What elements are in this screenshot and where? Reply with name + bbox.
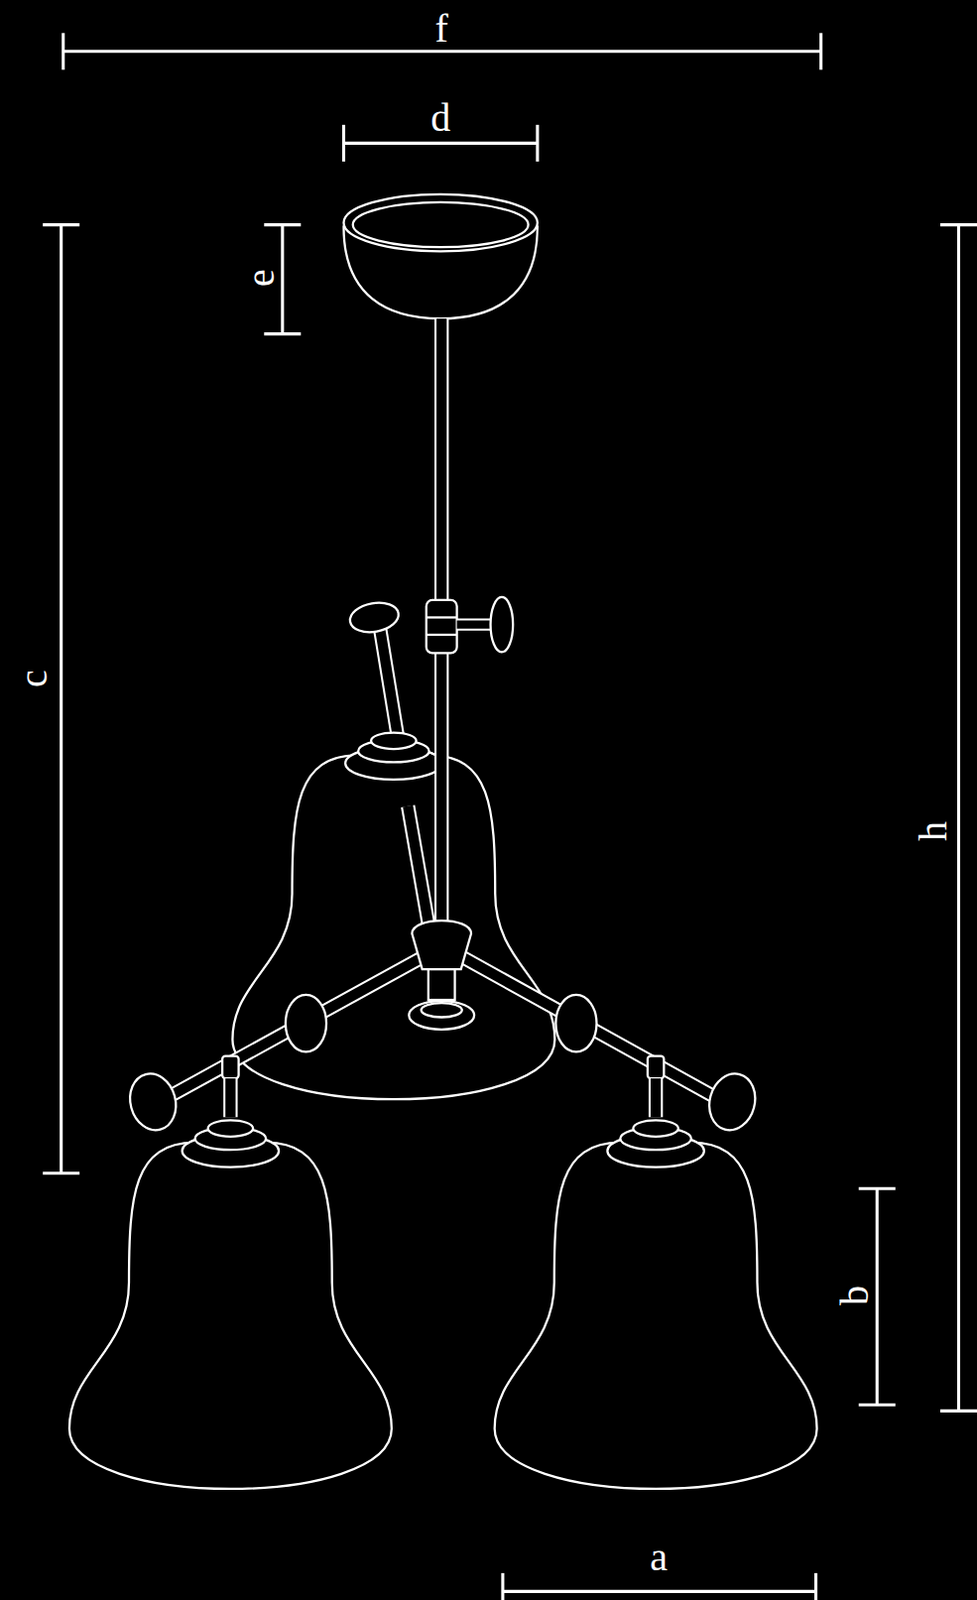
arm-rod: [163, 954, 429, 1100]
dimension-tick: [263, 223, 301, 227]
dimension-label: b: [835, 1285, 875, 1306]
stem-collar: [426, 633, 458, 636]
center-finial: [408, 1000, 475, 1030]
arm-joint: [647, 1056, 664, 1080]
dimension-tick: [42, 223, 80, 227]
dimension-line: [59, 225, 63, 1174]
center-hub: [411, 920, 472, 970]
glass-shade: [494, 1142, 818, 1489]
shade-cap: [632, 1119, 678, 1136]
arm-rod: [457, 954, 721, 1100]
arm-rod: [225, 1078, 236, 1117]
dimension-tick: [814, 1573, 818, 1600]
dimension-label: d: [430, 98, 451, 138]
arm-rod: [457, 954, 721, 1100]
dimension-line: [875, 1188, 879, 1405]
stem-collar: [426, 615, 458, 618]
dimension-line: [343, 141, 537, 145]
dimension-tick: [263, 332, 301, 336]
dimension-tick: [858, 1187, 896, 1191]
arm-disc: [555, 994, 597, 1053]
arm-disc: [285, 994, 327, 1053]
dimension-label: c: [13, 669, 54, 688]
shade-cap: [208, 1119, 253, 1136]
arm-rod: [223, 1078, 238, 1117]
dimension-label: f: [435, 8, 449, 49]
arm-disc: [703, 1068, 762, 1135]
stem-collar: [426, 600, 458, 653]
glass-shade: [232, 754, 555, 1100]
dimension-tick: [500, 1573, 504, 1600]
arm-rod: [163, 954, 429, 1100]
dimension-lines: [42, 32, 977, 1600]
ceiling-canopy: [353, 202, 529, 247]
dimension-label: h: [913, 821, 954, 842]
arm-disc: [123, 1068, 183, 1135]
dimension-line: [63, 49, 822, 53]
arm-rod: [407, 806, 429, 924]
dimension-line: [957, 225, 961, 1412]
arm-rod: [650, 1078, 661, 1117]
arm-disc: [490, 597, 514, 653]
dimension-tick: [42, 1171, 80, 1175]
arm-rod: [648, 1078, 663, 1117]
ceiling-canopy: [343, 194, 537, 252]
dimension-line: [280, 225, 284, 335]
center-finial: [421, 1002, 463, 1017]
shade-cap: [370, 732, 416, 749]
dimension-tick: [858, 1403, 896, 1407]
dimension-label: a: [649, 1537, 668, 1578]
arm-joint: [222, 1056, 239, 1080]
arm-rod: [407, 806, 429, 924]
dimension-label: e: [241, 268, 281, 287]
dimension-tick: [535, 124, 539, 162]
dimension-line: [502, 1589, 817, 1593]
dimension-tick: [61, 32, 65, 70]
arm-disc: [348, 599, 402, 636]
dimension-tick: [819, 32, 823, 70]
dimension-tick: [342, 124, 346, 162]
glass-shade: [69, 1142, 392, 1489]
center-hub: [428, 969, 456, 1000]
dimension-tick: [940, 223, 977, 227]
lamp: [69, 194, 818, 1489]
dimension-tick: [940, 1409, 977, 1413]
